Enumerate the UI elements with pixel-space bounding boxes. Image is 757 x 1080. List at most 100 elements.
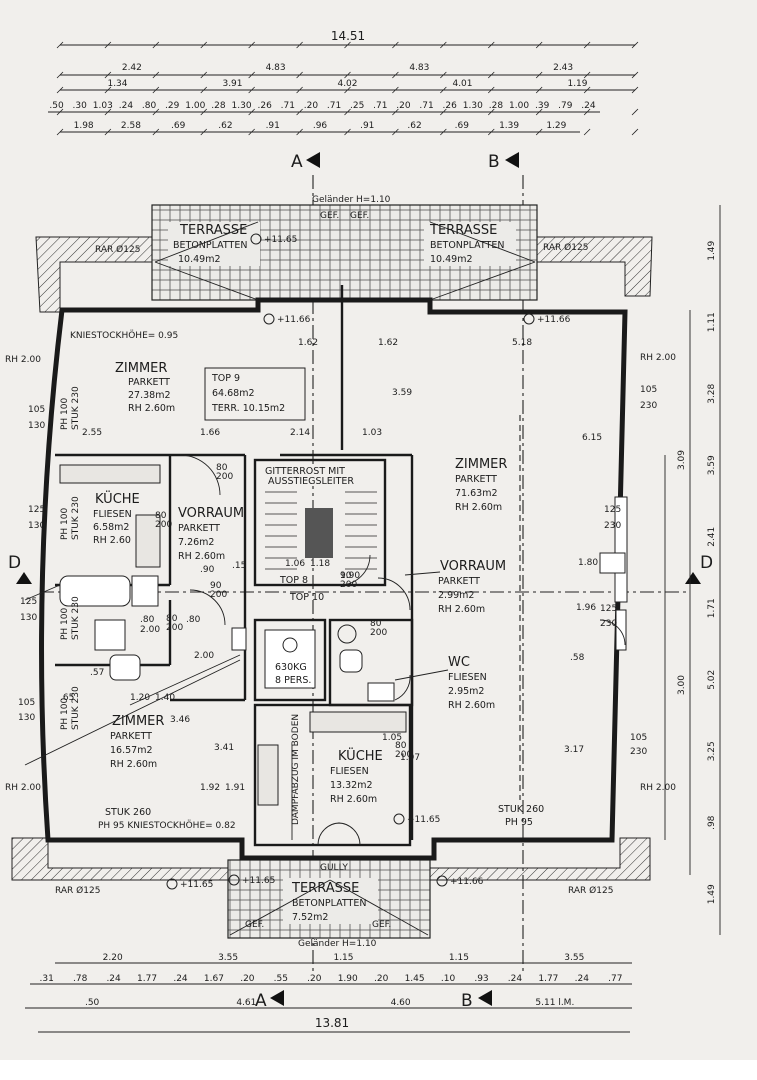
svg-text:RH 2.60: RH 2.60 [93,535,131,546]
room-terrace-bottom: TERRASSE BETONPLATTEN 7.52m2 [291,881,366,923]
door-code-label: 80 [166,614,178,624]
dim-top-row4-label: .62 [407,121,421,131]
dim-right-inner-label: 3.09 [677,450,687,470]
rar-4: RAR Ø125 [568,885,613,896]
dim-bottom-row1-label: 1.15 [333,953,353,963]
dim-top-row3-label: 1.30 [463,101,483,111]
svg-text:ZIMMER: ZIMMER [112,714,164,729]
level-marker-symbol [228,874,240,886]
svg-text:PARKETT: PARKETT [128,377,170,388]
window-label-left: 130 [28,521,45,531]
interior-dimension-label: 2.55 [82,428,102,438]
interior-walls [55,415,628,847]
svg-text:A: A [255,991,267,1011]
level-marker-label: +11.66 [450,877,484,887]
door-code-label: 90 [340,571,352,581]
door-code-label: 200 [155,520,172,530]
window-label-left: 125 [20,597,37,607]
dim-top-row2-label: 4.02 [337,79,357,89]
window-label-right: 230 [600,619,617,629]
interior-dimension-label: 1.92 [200,783,220,793]
level-marker-label: +11.66 [537,315,571,325]
interior-dimension-label: .57 [90,668,104,678]
dim-right-outer-label: 2.41 [707,527,717,547]
svg-text:PARKETT: PARKETT [178,523,220,534]
section-mark-a-bottom: A [255,990,284,1011]
section-mark-b-top: B [488,152,519,172]
svg-text:BETONPLATTEN: BETONPLATTEN [292,898,366,909]
ph-stuk-label: STUK 230 [71,496,81,540]
dim-top-row3-label: .26 [443,101,458,111]
kniestock-bottom: PH 95 KNIESTOCKHÖHE= 0.82 [98,820,236,831]
dim-top-row1-label: 4.83 [266,63,286,73]
door-code-label: 90 [210,581,222,591]
svg-text:RH 2.60m: RH 2.60m [128,403,175,414]
svg-text:RH 2.60m: RH 2.60m [110,759,157,770]
svg-text:16.57m2: 16.57m2 [110,745,153,756]
lift-label: 630KG 8 PERS. [275,637,311,686]
room-vorraum-1: VORRAUM PARKETT 7.26m2 RH 2.60m [178,506,244,562]
level-marker-label: +11.65 [180,880,213,890]
ph-stuk-label: PH 100 [60,697,70,730]
dim-right-outer-label: 1.11 [707,312,717,332]
room-terrace-left: TERRASSE BETONPLATTEN 10.49m2 [173,223,247,265]
dim-top-row3-label: .79 [558,101,573,111]
dim-bottom-row3-label: 4.61 [236,998,256,1008]
dim-top-row3-label: .25 [350,101,364,111]
door-code-label: 200 [370,628,387,638]
svg-text:13.32m2: 13.32m2 [330,780,373,791]
interior-dimension-label: .80 [140,615,155,625]
dim-bottom-row2-label: 1.77 [538,974,558,984]
dim-top-row4-label: .91 [360,121,374,131]
svg-text:PARKETT: PARKETT [110,731,152,742]
level-marker-symbol [393,813,405,825]
window-label-right: 230 [640,401,657,411]
svg-text:GITTERROST MIT: GITTERROST MIT [265,466,345,477]
svg-text:D: D [8,553,21,573]
svg-text:RH 2.60m: RH 2.60m [178,551,225,562]
dim-bottom-row2-label: .10 [441,974,456,984]
svg-text:PARKETT: PARKETT [438,576,480,587]
svg-text:6.58m2: 6.58m2 [93,522,129,533]
dim-top-row3-label: .24 [581,101,596,111]
dim-bottom-row1-label: 3.55 [564,953,584,963]
door-code-label: 200 [216,472,233,482]
top10-label: TOP 10 [289,592,324,603]
dim-top-row3-label: .20 [396,101,411,111]
exterior-walls [39,285,628,861]
gef-1: GEF. [320,211,339,221]
gef-3: GEF. [245,920,264,930]
dim-right-outer-label: 1.49 [707,884,717,904]
interior-dimension-label: 1.62 [378,338,398,348]
section-mark-d-left: D [8,553,32,584]
svg-text:FLIESEN: FLIESEN [330,766,369,777]
interior-dimension-label: .58 [570,653,585,663]
svg-text:630KG: 630KG [275,662,307,673]
dim-top-row3-label: .71 [281,101,295,111]
svg-text:8 PERS.: 8 PERS. [275,675,311,686]
gelaender-top: Geländer H=1.10 [312,195,391,205]
interior-dimension-label: 1.96 [576,603,596,613]
dim-right-outer-label: 1.71 [707,598,717,618]
interior-dimension-label: 3.41 [214,743,234,753]
svg-text:64.68m2: 64.68m2 [212,388,255,399]
svg-text:VORRAUM: VORRAUM [178,506,244,521]
svg-text:RH 2.60m: RH 2.60m [330,794,377,805]
dim-bottom-row2-label: .24 [508,974,523,984]
ph-right: PH 95 [505,817,533,828]
dim-bottom-row2-label: .93 [474,974,488,984]
dim-top-row3-label: 1.00 [509,101,529,111]
top8-label: TOP 8 [279,575,308,586]
dim-top-row3-label: .71 [327,101,341,111]
terrace-arrows [154,221,536,936]
dim-bottom-row2-label: .20 [307,974,322,984]
svg-text:2.99m2: 2.99m2 [438,590,474,601]
level-marker-label: +11.65 [264,235,297,245]
dim-bottom-row2-label: .24 [106,974,121,984]
window-label-right: 125 [604,505,621,515]
dim-top-row2-label: 1.19 [567,79,587,89]
room-terrace-right: TERRASSE BETONPLATTEN 10.49m2 [429,223,504,265]
dim-top-row3-label: .39 [535,101,550,111]
door-code-label: 80 [216,463,228,473]
dim-top-row3-label: .71 [373,101,387,111]
